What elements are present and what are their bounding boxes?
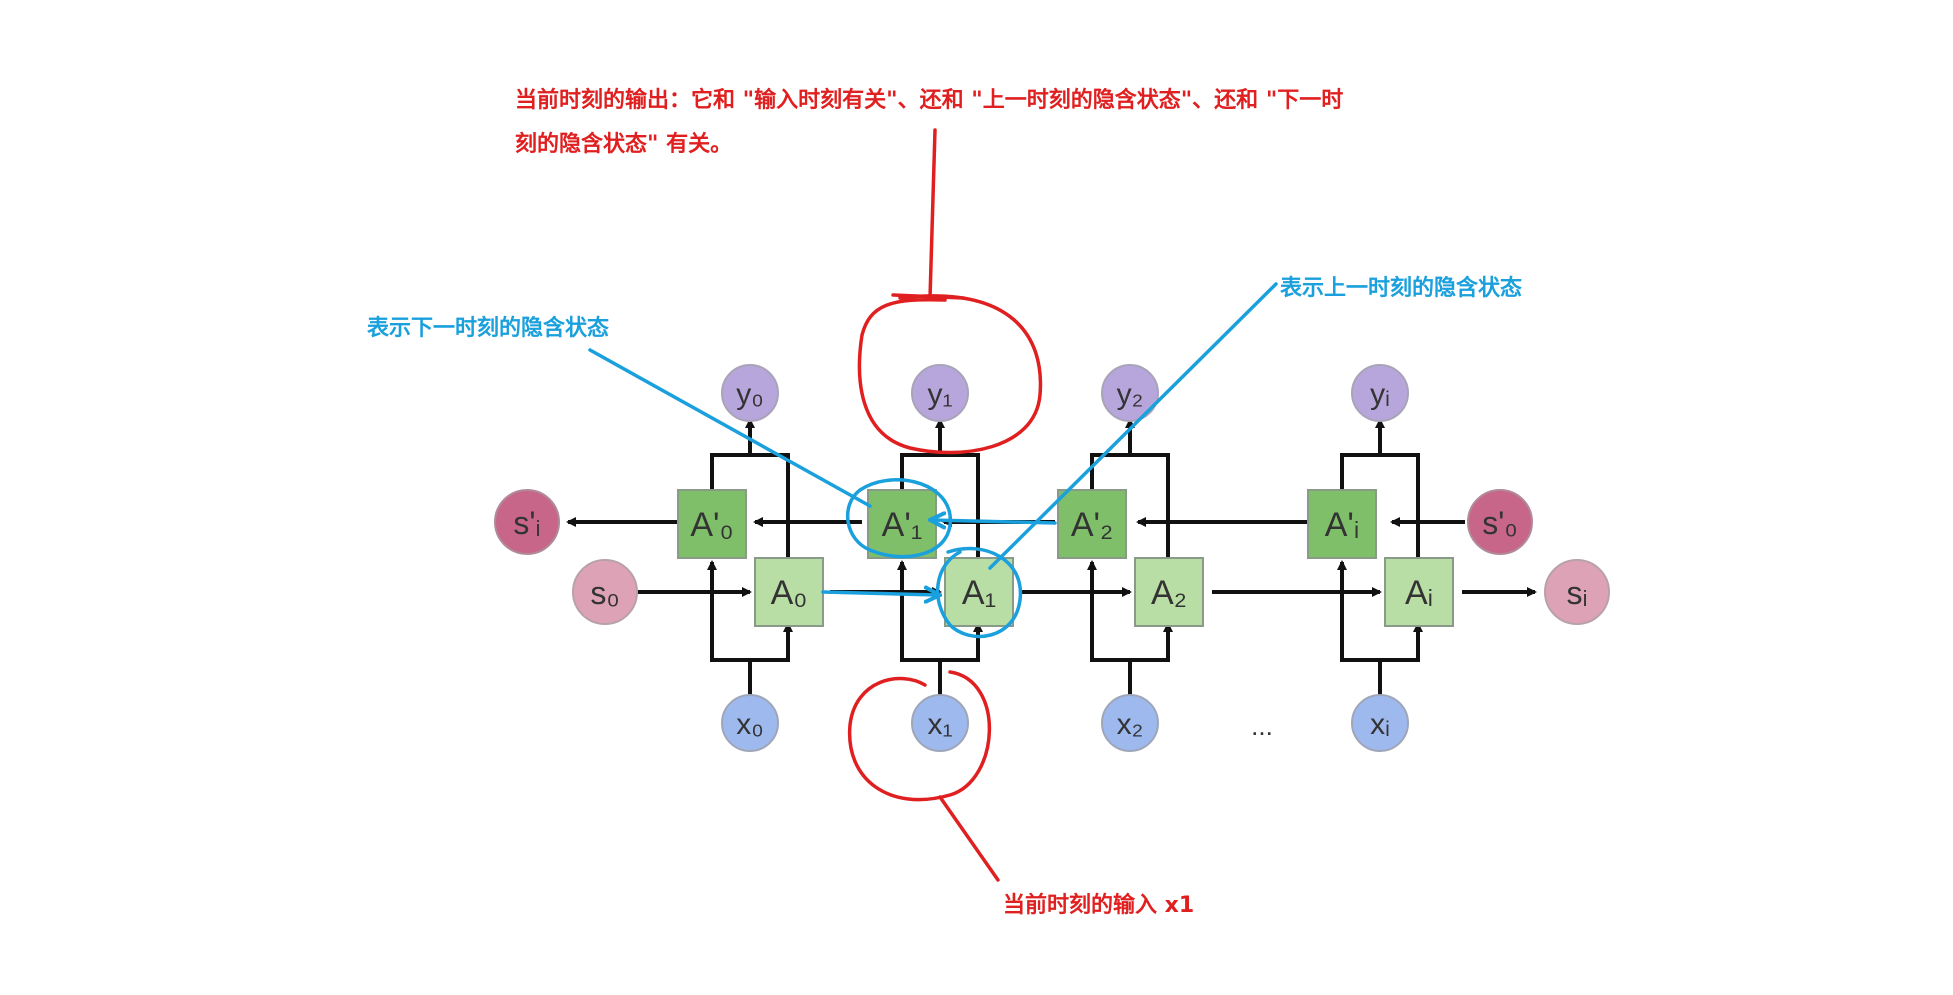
forward-cells: A₀ A₁ A₂ Aᵢ [754, 557, 1454, 627]
output-node-0 [721, 364, 779, 422]
forward-flow-arrow [821, 592, 938, 595]
forward-cell-1-circle [935, 546, 1023, 639]
backward-cell-0 [677, 489, 747, 559]
next-state-pointer [588, 348, 872, 508]
state-nodes: s'ᵢ s₀ s'₀ sᵢ [494, 489, 1610, 625]
blue-annotations [588, 282, 1278, 639]
output-node-1 [911, 364, 969, 422]
input-annotation: 当前时刻的输入 x1 [1003, 893, 1195, 918]
forward-cell-i-label: Aᵢ [1405, 574, 1433, 612]
input-nodes: x₀ x₁ x₂ xᵢ ... [721, 694, 1409, 752]
si-label: sᵢ [1566, 575, 1587, 611]
backward-cells: A'₀ A'₁ A'₂ A'ᵢ [677, 489, 1377, 559]
forward-cell-2-label: A₂ [1151, 574, 1187, 612]
output-circle [857, 294, 1043, 455]
output-annotation-line2: 刻的隐含状态" 有关。 [515, 132, 733, 157]
output-node-i [1351, 364, 1409, 422]
s-prime-i-node [494, 489, 560, 555]
backward-cell-1 [867, 489, 937, 559]
forward-cell-1 [944, 557, 1014, 627]
backward-cell-1-circle [845, 478, 952, 559]
backward-cell-2-label: A'₂ [1071, 506, 1113, 544]
input-node-1 [911, 694, 969, 752]
output-node-1-label: y₁ [927, 378, 952, 411]
input-node-2 [1101, 694, 1159, 752]
ellipsis: ... [1251, 711, 1273, 741]
s-prime-0-label: s'₀ [1482, 505, 1517, 541]
backward-cell-0-label: A'₀ [690, 506, 733, 544]
backward-cell-1-label: A'₁ [882, 506, 923, 544]
input-node-0-label: x₀ [736, 708, 763, 741]
output-node-i-label: yᵢ [1370, 378, 1390, 411]
forward-cell-0-label: A₀ [771, 574, 808, 612]
output-node-2 [1101, 364, 1159, 422]
input-circle [847, 670, 992, 802]
input-node-i-label: xᵢ [1370, 708, 1390, 741]
forward-cell-0 [754, 557, 824, 627]
output-pointer-line [928, 128, 937, 300]
s0-node [572, 559, 638, 625]
s-prime-i-label: s'ᵢ [513, 505, 540, 541]
prev-state-pointer [988, 282, 1278, 570]
input-node-1-label: x₁ [927, 708, 952, 741]
s0-label: s₀ [590, 575, 619, 611]
output-annotation-line1: 当前时刻的输出：它和 "输入时刻有关"、还和 "上一时刻的隐含状态"、还和 "下… [515, 88, 1344, 113]
forward-cell-1-label: A₁ [962, 574, 996, 612]
next-state-annotation: 表示下一时刻的隐含状态 [367, 316, 610, 341]
column-connections [707, 418, 1423, 695]
input-node-i [1351, 694, 1409, 752]
input-node-0 [721, 694, 779, 752]
forward-cell-2 [1134, 557, 1204, 627]
prev-state-annotation: 表示上一时刻的隐含状态 [1280, 276, 1523, 301]
output-nodes: y₀ y₁ y₂ yᵢ [721, 364, 1409, 422]
si-node [1544, 559, 1610, 625]
backward-cell-2 [1057, 489, 1127, 559]
red-annotations [847, 128, 1043, 882]
output-node-2-label: y₂ [1117, 378, 1144, 411]
backward-cell-i-label: A'ᵢ [1325, 506, 1360, 544]
forward-cell-i [1384, 557, 1454, 627]
backward-cell-i [1307, 489, 1377, 559]
input-pointer-line [938, 795, 1000, 882]
output-node-0-label: y₀ [736, 378, 763, 411]
input-node-2-label: x₂ [1117, 708, 1144, 741]
s-prime-0-node [1467, 489, 1533, 555]
